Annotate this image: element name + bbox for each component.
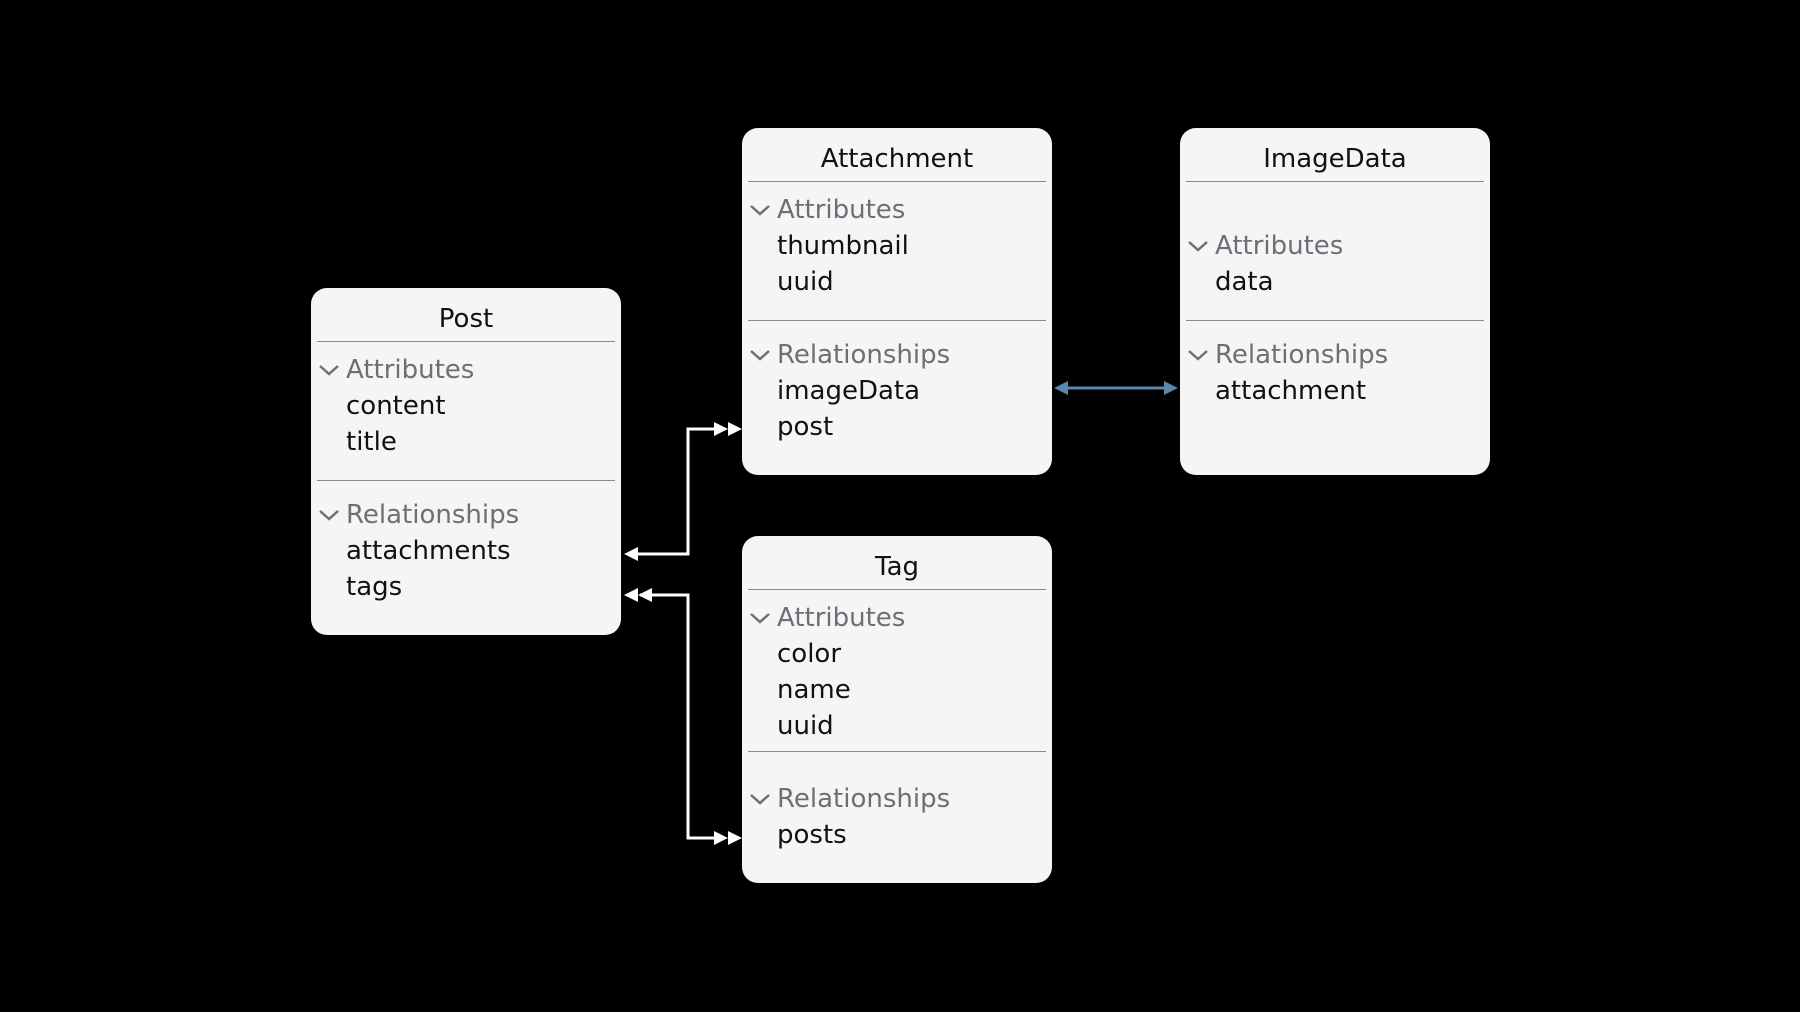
relationships-section: Relationships posts xyxy=(748,751,1046,853)
relationship-item[interactable]: attachment xyxy=(1215,376,1367,406)
relationship-item[interactable]: attachments xyxy=(346,536,511,566)
section-label: Relationships xyxy=(777,784,951,814)
entity-title: Tag xyxy=(748,536,1046,590)
attributes-section: Attributes content title xyxy=(317,342,615,480)
attribute-item[interactable]: data xyxy=(1215,267,1274,297)
section-label: Relationships xyxy=(1215,340,1389,370)
post-attachment-connector xyxy=(624,422,742,561)
chevron-down-icon xyxy=(750,613,770,624)
section-label: Relationships xyxy=(346,500,520,530)
relationships-section: Relationships attachments tags xyxy=(317,480,615,605)
chevron-down-icon xyxy=(750,350,770,361)
chevron-down-icon xyxy=(750,794,770,805)
chevron-down-icon xyxy=(1188,241,1208,252)
section-label: Attributes xyxy=(777,603,906,633)
section-label: Attributes xyxy=(346,355,475,385)
attributes-header[interactable]: Attributes xyxy=(750,192,1046,228)
attributes-header[interactable]: Attributes xyxy=(1188,228,1484,264)
relationships-header[interactable]: Relationships xyxy=(319,497,615,533)
entity-title: ImageData xyxy=(1186,128,1484,182)
entity-title: Post xyxy=(317,288,615,342)
chevron-down-icon xyxy=(750,205,770,216)
attribute-item[interactable]: title xyxy=(346,427,397,457)
relationship-item[interactable]: post xyxy=(777,412,834,442)
attribute-item[interactable]: uuid xyxy=(777,711,834,741)
section-label: Relationships xyxy=(777,340,951,370)
entity-attachment[interactable]: Attachment Attributes thumbnail uuid Rel… xyxy=(742,128,1052,475)
attributes-section: Attributes data xyxy=(1186,182,1484,320)
attributes-header[interactable]: Attributes xyxy=(750,600,1046,636)
chevron-down-icon xyxy=(319,365,339,376)
relationships-section: Relationships imageData post xyxy=(748,320,1046,445)
attribute-item[interactable]: content xyxy=(346,391,446,421)
attachment-imagedata-connector xyxy=(1054,381,1178,395)
relationship-item[interactable]: imageData xyxy=(777,376,921,406)
post-tag-connector xyxy=(624,588,742,845)
relationships-header[interactable]: Relationships xyxy=(750,781,1046,817)
attribute-item[interactable]: color xyxy=(777,639,842,669)
relationships-section: Relationships attachment xyxy=(1186,320,1484,409)
attribute-item[interactable]: uuid xyxy=(777,267,834,297)
entity-post[interactable]: Post Attributes content title Relationsh… xyxy=(311,288,621,635)
attribute-item[interactable]: thumbnail xyxy=(777,231,909,261)
chevron-down-icon xyxy=(1188,350,1208,361)
relationship-item[interactable]: posts xyxy=(777,820,847,850)
entity-title: Attachment xyxy=(748,128,1046,182)
relationships-header[interactable]: Relationships xyxy=(750,337,1046,373)
attributes-section: Attributes color name uuid xyxy=(748,590,1046,751)
attribute-item[interactable]: name xyxy=(777,675,851,705)
attributes-section: Attributes thumbnail uuid xyxy=(748,182,1046,320)
section-label: Attributes xyxy=(1215,231,1344,261)
entity-imagedata[interactable]: ImageData Attributes data Relationships … xyxy=(1180,128,1490,475)
attributes-header[interactable]: Attributes xyxy=(319,352,615,388)
chevron-down-icon xyxy=(319,510,339,521)
entity-tag[interactable]: Tag Attributes color name uuid Relations… xyxy=(742,536,1052,883)
relationship-item[interactable]: tags xyxy=(346,572,403,602)
relationships-header[interactable]: Relationships xyxy=(1188,337,1484,373)
section-label: Attributes xyxy=(777,195,906,225)
